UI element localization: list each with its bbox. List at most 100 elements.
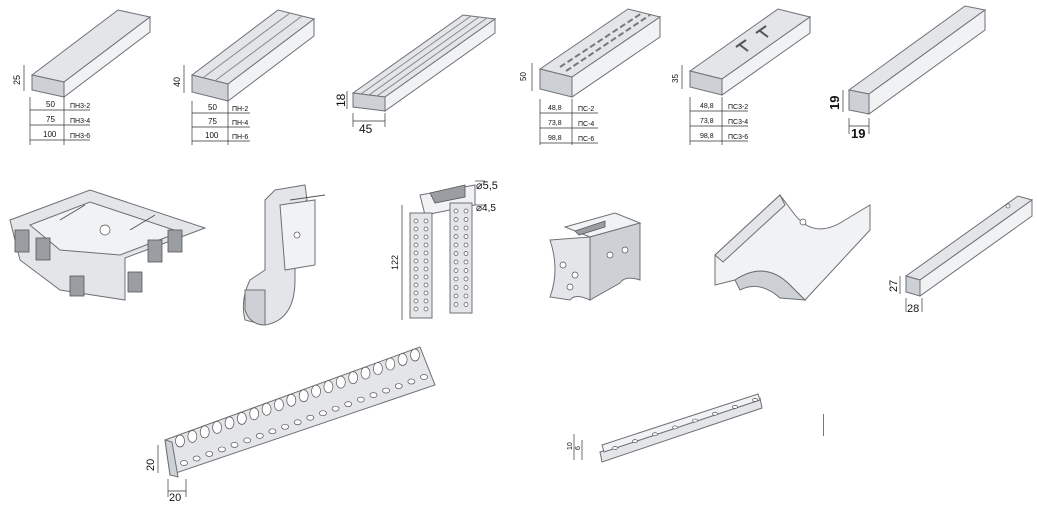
perforation-hole: [632, 439, 638, 443]
beacon-profile: 10 6: [560, 390, 770, 470]
perforation-hole: [192, 455, 201, 462]
perforation-hole: [463, 208, 469, 214]
perforation-hole: [413, 290, 419, 296]
ps3-width-1: 48,8: [700, 103, 714, 110]
perforation-hole: [199, 425, 210, 439]
beacon-profile-drawing: 10 6: [567, 393, 763, 463]
perforation-hole: [413, 274, 419, 280]
arched-connector-drawing: [714, 194, 871, 301]
perforation-hole: [281, 423, 289, 430]
perforation-hole: [413, 306, 419, 312]
perforated-height-label: 20: [145, 459, 157, 471]
guide-profile-pn: 40 50 ПН-2 75 ПН-4 100 ПН-6: [170, 5, 320, 150]
perforation-hole: [463, 285, 469, 290]
ps3-width-2: 73,8: [700, 118, 714, 125]
perforation-hole: [335, 375, 346, 389]
pn3-code-3: ПН3-6: [70, 133, 90, 140]
guide-profile-pn3-drawing: 25 50 ПН3-2 75 ПН3-4 100 ПН3-6: [12, 9, 152, 145]
perforation-hole: [298, 389, 309, 403]
sliding-connector-drawing: [549, 212, 642, 301]
corner-profile-27-drawing: 27 28: [888, 195, 1034, 315]
perforation-hole: [413, 266, 419, 272]
perforation-hole: [453, 234, 459, 239]
perforated-corner-profile-drawing: 20 20: [145, 346, 436, 504]
perforation-hole: [385, 357, 396, 371]
corner27-height-label: 27: [888, 280, 900, 292]
perforation-hole: [423, 266, 429, 272]
perforation-hole: [453, 259, 459, 265]
corner19-width-label: 19: [851, 126, 865, 141]
ceiling-profile-drawing: 18 45: [334, 14, 497, 136]
pn3-code-1: ПН3-2: [70, 103, 90, 110]
perforation-hole: [344, 401, 353, 408]
perforation-hole: [413, 250, 419, 256]
perforation-hole: [423, 274, 429, 280]
ps-width-3: 98,8: [548, 135, 562, 142]
perforation-hole: [319, 410, 327, 417]
rack-profile-ps3-drawing: 35 48,8 ПС3-2 73,8 ПС3-4 98,8 ПС3-6: [671, 8, 812, 145]
perforation-hole: [463, 293, 469, 299]
rack-profile-ps-drawing: 50 48,8 ПС-2 73,8 ПС-4 98,8 ПС-6: [519, 8, 662, 145]
corner-profile-19: 19 19: [825, 2, 1015, 142]
perforation-hole: [255, 432, 264, 439]
perforation-hole: [413, 226, 419, 232]
perforation-hole: [453, 293, 459, 299]
perforation-hole: [369, 392, 378, 398]
perforation-hole: [274, 398, 284, 412]
guide-profile-pn3: 25 50 ПН3-2 75 ПН3-4 100 ПН3-6: [10, 5, 160, 150]
perforation-hole: [463, 302, 469, 307]
ps-width-1: 48,8: [548, 105, 562, 112]
pn3-width-2: 75: [46, 115, 55, 124]
single-level-connector-drawing: [242, 184, 326, 326]
divider-line: [823, 414, 824, 436]
beacon-height-label: 10: [567, 442, 574, 450]
perforation-hole: [453, 225, 459, 231]
perforation-hole: [420, 374, 428, 380]
ps-code-2: ПС-4: [578, 121, 594, 128]
perforation-hole: [218, 446, 226, 453]
ceiling-width-label: 45: [359, 122, 373, 136]
perforation-hole: [236, 412, 247, 425]
ps3-code-3: ПС3-6: [728, 134, 748, 141]
perforation-hole: [453, 268, 459, 273]
ps3-width-3: 98,8: [700, 133, 714, 140]
perforation-hole: [463, 225, 469, 231]
perforation-hole: [286, 393, 297, 407]
corner27-width-label: 28: [907, 303, 919, 315]
perforation-hole: [423, 226, 429, 232]
perforation-hole: [397, 353, 408, 366]
perforation-hole: [752, 398, 758, 402]
perforation-hole: [243, 437, 252, 444]
rack-profile-ps3: 35 48,8 ПС3-2 73,8 ПС3-4 98,8 ПС3-6: [668, 5, 818, 150]
pn3-height-label: 25: [12, 75, 22, 85]
perforation-hole: [413, 258, 419, 264]
crab-connector-drawing: [9, 189, 207, 301]
pn-height-label: 40: [172, 77, 182, 87]
ps3-code-2: ПС3-4: [728, 119, 748, 126]
ceiling-profile: 18 45: [334, 5, 500, 136]
beacon-depth-label: 6: [575, 446, 582, 450]
perforation-hole: [652, 432, 658, 437]
perforation-hole: [413, 234, 419, 240]
perforation-hole: [323, 380, 334, 394]
perforation-hole: [413, 298, 419, 304]
pn-width-3: 100: [205, 131, 219, 140]
pn3-width-1: 50: [46, 100, 55, 109]
corner-profile-19-drawing: 19 19: [827, 5, 987, 141]
perforation-hole: [423, 306, 429, 312]
perforation-hole: [413, 282, 419, 288]
perforation-hole: [187, 430, 198, 443]
perforation-hole: [423, 234, 429, 240]
perforation-hole: [423, 282, 429, 288]
hanger-hole-large: ⌀5,5: [476, 180, 498, 192]
perforation-hole: [249, 407, 260, 421]
perforation-hole: [463, 259, 469, 265]
perforation-hole: [453, 276, 459, 282]
ps-height-label: 50: [519, 72, 528, 81]
perforation-hole: [423, 250, 429, 256]
perforation-hole: [453, 302, 459, 307]
pn-code-1: ПН-2: [232, 106, 248, 113]
perforation-hole: [732, 405, 738, 409]
rack-profile-ps: 50 48,8 ПС-2 73,8 ПС-4 98,8 ПС-6: [510, 5, 670, 150]
direct-hanger-drawing: 122 ⌀5,5 ⌀4,5: [390, 180, 498, 320]
